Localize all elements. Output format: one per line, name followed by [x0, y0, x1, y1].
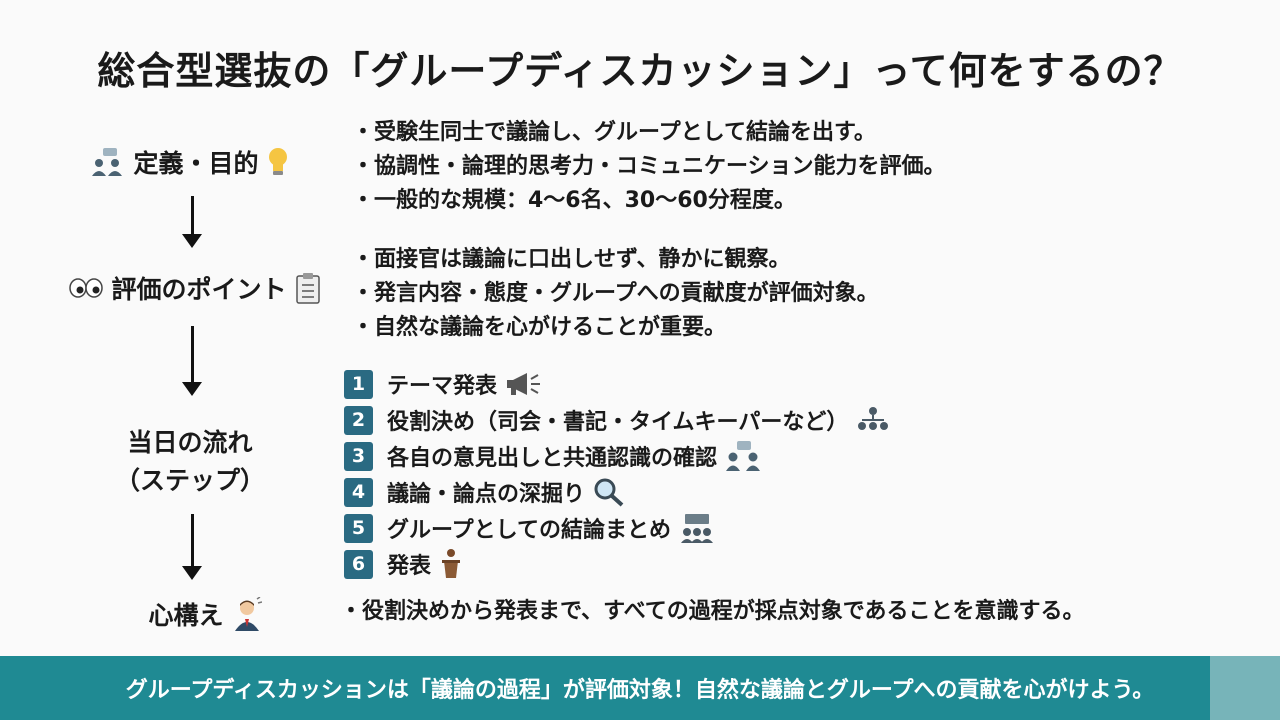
label-mindset-text: 心構え — [148, 601, 224, 630]
step-number: 1 — [344, 369, 373, 399]
step-text: テーマ発表 — [387, 374, 498, 399]
step-item: 4 議論・論点の深掘り — [344, 474, 890, 510]
footer-banner: グループディスカッションは「議論の過程」が評価対象！自然な議論とグループへの貢献… — [0, 656, 1280, 720]
megaphone-icon — [505, 371, 543, 397]
label-definition: 定義・目的 — [80, 140, 300, 184]
flow-arrow — [180, 514, 204, 580]
bullet-item: ・面接官は議論に口出しせず、静かに観察。 — [352, 247, 791, 272]
page-title: 総合型選抜の「グループディスカッション」って何をするの？ — [97, 49, 1183, 93]
step-text: 各自の意見出しと共通認識の確認 — [387, 446, 718, 471]
magnifier-icon — [593, 477, 625, 507]
step-text: グループとしての結論まとめ — [387, 518, 672, 543]
lightbulb-icon — [267, 147, 289, 177]
step-number: 6 — [344, 549, 373, 579]
step-item: 6 発表 — [344, 546, 890, 582]
bullet-item: ・協調性・論理的思考力・コミュニケーション能力を評価。 — [352, 154, 946, 179]
discussion-icon — [725, 440, 761, 472]
step-text: 発表 — [387, 554, 432, 579]
bullet-item: ・役割決めから発表まで、すべての過程が採点対象であることを意識する。 — [340, 599, 1085, 624]
flow-arrow — [180, 196, 204, 248]
label-flow-line1: 当日の流れ — [127, 428, 253, 457]
step-number: 2 — [344, 405, 373, 435]
label-flow-line2: （ステップ） — [114, 466, 265, 495]
bullet-item: ・発言内容・態度・グループへの貢献度が評価対象。 — [352, 281, 879, 306]
definition-bullets: ・受験生同士で議論し、グループとして結論を出す。 ・協調性・論理的思考力・コミュ… — [352, 116, 946, 218]
label-evaluation: 評価のポイント — [55, 266, 335, 310]
bullet-item: ・受験生同士で議論し、グループとして結論を出す。 — [352, 120, 876, 145]
worried-businessman-icon — [232, 597, 262, 631]
label-flow: 当日の流れ （ステップ） — [100, 420, 280, 500]
footer-text: グループディスカッションは「議論の過程」が評価対象！自然な議論とグループへの貢献… — [125, 678, 1155, 703]
bullet-item: ・自然な議論を心がけることが重要。 — [352, 315, 727, 340]
step-item: 1 テーマ発表 — [344, 366, 890, 402]
step-number: 4 — [344, 477, 373, 507]
evaluation-bullets: ・面接官は議論に口出しせず、静かに観察。 ・発言内容・態度・グループへの貢献度が… — [352, 243, 879, 345]
step-item: 2 役割決め（司会・書記・タイムキーパーなど） — [344, 402, 890, 438]
flow-arrow — [180, 326, 204, 396]
label-mindset: 心構え — [130, 592, 280, 636]
step-item: 5 グループとしての結論まとめ — [344, 510, 890, 546]
step-item: 3 各自の意見出しと共通認識の確認 — [344, 438, 890, 474]
mindset-bullets: ・役割決めから発表まで、すべての過程が採点対象であることを意識する。 — [340, 595, 1084, 629]
step-number: 5 — [344, 513, 373, 543]
flow-steps: 1 テーマ発表 2 役割決め（司会・書記・タイムキーパーなど） — [344, 366, 890, 582]
bullet-item: ・一般的な規模：4〜6名、30〜60分程度。 — [352, 188, 796, 213]
label-definition-text: 定義・目的 — [133, 149, 259, 178]
meeting-icon — [679, 513, 715, 543]
step-text: 議論・論点の深掘り — [387, 482, 586, 507]
footer-corner-decoration — [1210, 656, 1280, 720]
eyes-icon — [69, 278, 104, 298]
hierarchy-icon — [856, 406, 890, 434]
step-number: 3 — [344, 441, 373, 471]
step-text: 役割決め（司会・書記・タイムキーパーなど） — [387, 410, 849, 435]
clipboard-icon — [295, 272, 321, 304]
people-talking-icon — [91, 147, 125, 177]
podium-icon — [439, 548, 463, 580]
label-evaluation-text: 評価のポイント — [111, 275, 287, 304]
